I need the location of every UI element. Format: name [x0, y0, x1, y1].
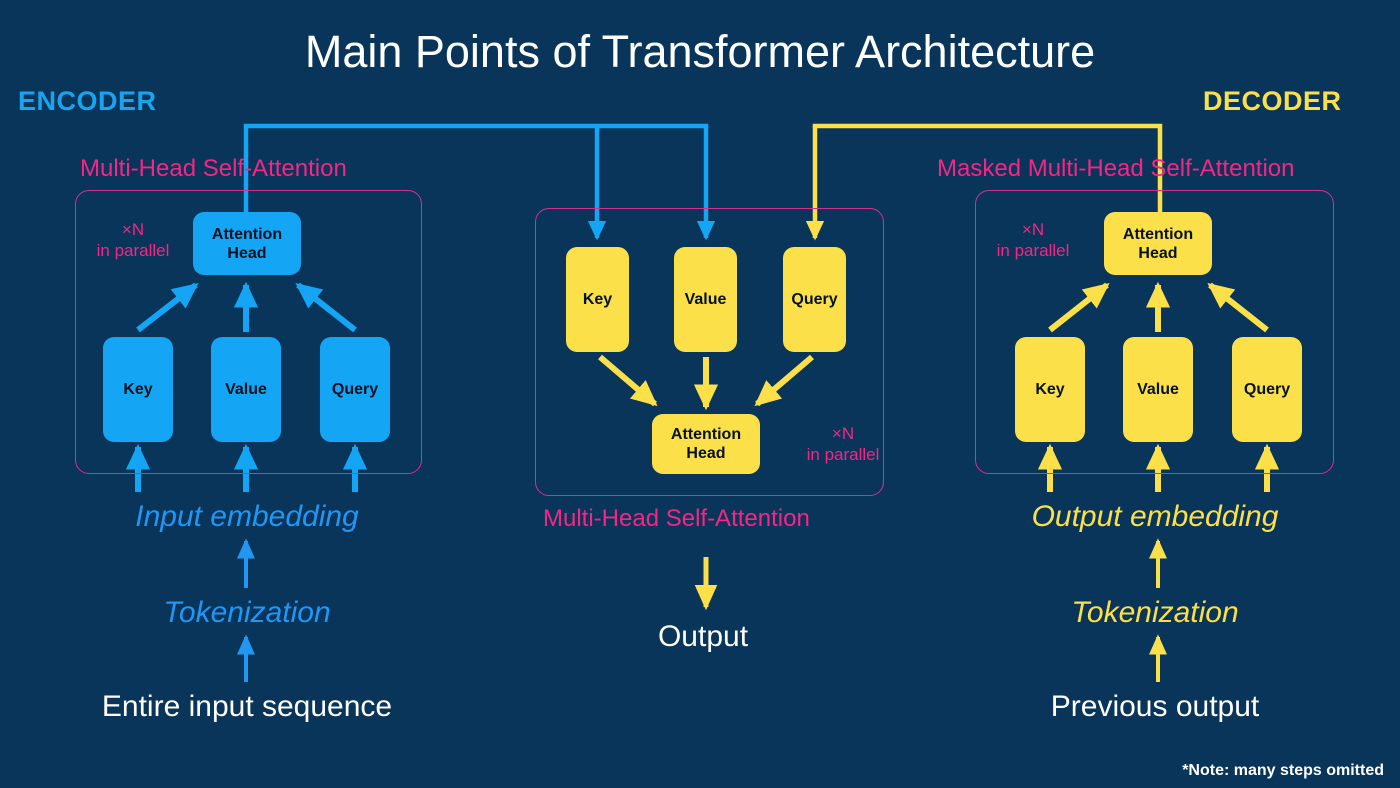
middle-attention-caption: Multi-Head Self-Attention: [543, 505, 810, 532]
encoder-attention-panel: [75, 190, 422, 474]
decoder-value-node: Value: [1123, 337, 1193, 442]
encoder-parallel-note-line1: ×N: [121, 220, 145, 239]
encoder-query-node: Query: [320, 337, 390, 442]
encoder-head-label-line1: Attention: [211, 225, 283, 243]
decoder-tokenization-label: Tokenization: [1071, 596, 1239, 629]
decoder-key-node: Key: [1015, 337, 1085, 442]
middle-query-node: Query: [783, 247, 846, 352]
decoder-parallel-note: ×N in parallel: [978, 219, 1088, 261]
encoder-parallel-note-line2: in parallel: [96, 241, 170, 260]
middle-attention-panel: [535, 208, 884, 496]
middle-head-label-line2: Head: [686, 445, 726, 462]
middle-parallel-note: ×N in parallel: [788, 423, 898, 465]
output-label: Output: [657, 620, 749, 653]
encoder-parallel-note: ×N in parallel: [78, 219, 188, 261]
decoder-attention-caption: Masked Multi-Head Self-Attention: [937, 155, 1295, 182]
encoder-value-node: Value: [211, 337, 281, 442]
encoder-attention-caption: Multi-Head Self-Attention: [80, 155, 347, 182]
footnote-note: *Note: many steps omitted: [1182, 762, 1384, 779]
decoder-query-node: Query: [1232, 337, 1302, 442]
encoder-tokenization-label: Tokenization: [163, 596, 331, 629]
previous-output-label: Previous output: [1050, 690, 1260, 723]
middle-key-node: Key: [566, 247, 629, 352]
encoder-head-label-line2: Head: [227, 244, 267, 262]
decoder-head-label-line1: Attention: [1122, 225, 1194, 243]
middle-attention-head-node: Attention Head: [652, 414, 760, 474]
decoder-attention-panel: [975, 190, 1334, 474]
middle-parallel-note-line2: in parallel: [806, 445, 880, 464]
encoder-attention-head-node: Attention Head: [193, 212, 301, 275]
output-embedding-label: Output embedding: [1031, 500, 1279, 533]
decoder-section-label: DECODER: [1203, 86, 1342, 116]
decoder-attention-head-node: Attention Head: [1104, 212, 1212, 275]
entire-input-sequence-label: Entire input sequence: [101, 690, 393, 723]
middle-head-label-line1: Attention: [670, 426, 742, 443]
decoder-parallel-note-line2: in parallel: [996, 241, 1070, 260]
decoder-parallel-note-line1: ×N: [1021, 220, 1045, 239]
decoder-head-label-line2: Head: [1138, 244, 1178, 262]
input-embedding-label: Input embedding: [135, 500, 359, 533]
encoder-section-label: ENCODER: [18, 86, 157, 116]
middle-value-node: Value: [674, 247, 737, 352]
middle-parallel-note-line1: ×N: [831, 424, 855, 443]
encoder-key-node: Key: [103, 337, 173, 442]
page-title: Main Points of Transformer Architecture: [304, 26, 1096, 77]
